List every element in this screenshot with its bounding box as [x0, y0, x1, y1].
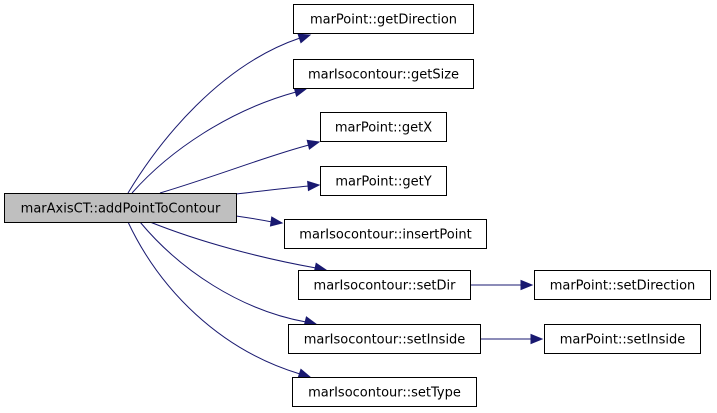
- node-box: [292, 377, 477, 407]
- function-node[interactable]: marIsocontour::insertPoint: [284, 219, 487, 249]
- edge-root-to-n3: [159, 139, 321, 194]
- arrowhead-icon: [297, 33, 312, 44]
- edge-root-to-n4: [235, 180, 321, 195]
- function-node[interactable]: marIsocontour::setType: [292, 377, 477, 407]
- edge-layer: [127, 33, 544, 379]
- node-box: [298, 270, 471, 300]
- edge-line: [235, 215, 273, 223]
- edge-line: [131, 91, 297, 194]
- edge-line: [127, 37, 301, 194]
- edge-root-to-n7: [139, 221, 318, 327]
- arrowhead-icon: [307, 180, 321, 192]
- node-label: marIsocontour::setType: [308, 386, 461, 401]
- node-box: [293, 59, 474, 89]
- node-label: marPoint::getY: [335, 175, 431, 190]
- node-label: marIsocontour::setDir: [314, 279, 457, 294]
- arrowhead-icon: [297, 368, 312, 379]
- node-label: marIsocontour::setInside: [304, 333, 466, 348]
- arrowhead-icon: [520, 279, 534, 291]
- edge-n7-to-n10: [480, 333, 544, 345]
- edge-line: [139, 221, 307, 323]
- node-label: marPoint::setDirection: [550, 279, 696, 294]
- edge-line: [235, 185, 310, 195]
- node-label: marIsocontour::insertPoint: [299, 228, 471, 243]
- node-box: [4, 193, 237, 223]
- arrowhead-icon: [269, 216, 284, 227]
- edge-line: [149, 221, 317, 269]
- function-node[interactable]: marIsocontour::setDir: [298, 270, 471, 300]
- node-label: marPoint::getX: [335, 121, 432, 136]
- edge-line: [159, 144, 310, 194]
- node-box: [320, 166, 447, 196]
- function-node[interactable]: marIsocontour::getSize: [293, 59, 474, 89]
- function-node[interactable]: marPoint::setDirection: [534, 270, 711, 300]
- node-label: marPoint::setInside: [560, 333, 686, 348]
- node-box: [284, 219, 487, 249]
- arrowhead-icon: [306, 139, 321, 150]
- root-function-node[interactable]: marAxisCT::addPointToContour: [4, 193, 237, 223]
- node-box: [293, 4, 474, 34]
- edge-n6-to-n9: [470, 279, 534, 291]
- edge-root-to-n1: [127, 33, 312, 194]
- edge-root-to-n2: [131, 86, 308, 194]
- node-label: marAxisCT::addPointToContour: [21, 202, 221, 217]
- edge-line: [127, 221, 301, 375]
- node-box: [288, 324, 481, 354]
- function-node[interactable]: marPoint::getDirection: [293, 4, 474, 34]
- node-layer: marAxisCT::addPointToContour marPoint::ge…: [4, 4, 711, 407]
- function-node[interactable]: marIsocontour::setInside: [288, 324, 481, 354]
- node-label: marPoint::getDirection: [310, 13, 457, 28]
- node-box: [544, 324, 701, 354]
- node-label: marIsocontour::getSize: [308, 68, 459, 83]
- function-node[interactable]: marPoint::getY: [320, 166, 447, 196]
- node-box: [534, 270, 711, 300]
- edge-root-to-n5: [235, 215, 284, 227]
- function-node[interactable]: marPoint::setInside: [544, 324, 701, 354]
- arrowhead-icon: [530, 333, 544, 345]
- function-node[interactable]: marPoint::getX: [320, 112, 447, 142]
- node-box: [320, 112, 447, 142]
